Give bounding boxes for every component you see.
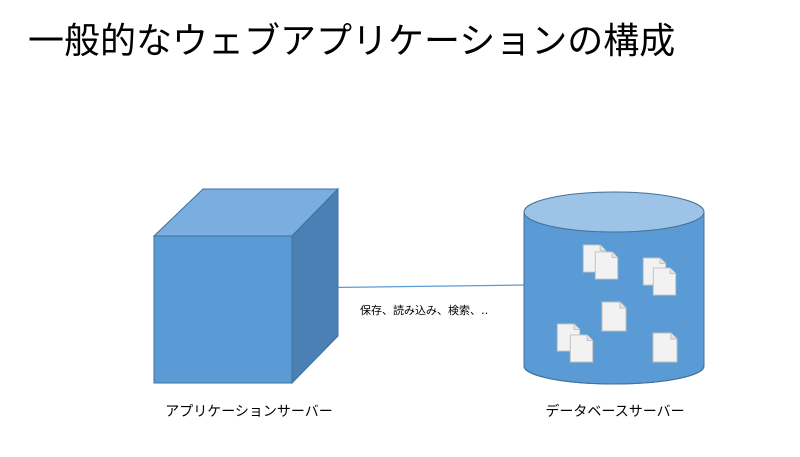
database-server-cylinder [523,191,705,385]
cube-front-face [153,235,293,384]
database-server-label: データベースサーバー [545,404,685,420]
document-icon [569,334,594,363]
document-icon [652,267,677,296]
connection-label: 保存、読み込み、検索、‥ [360,304,489,317]
application-server-cube [152,187,340,385]
document-icon [652,332,678,363]
slide-title: 一般的なウェブアプリケーションの構成 [28,21,676,62]
document-icon [601,301,627,332]
application-server-label: アプリケーションサーバー [165,404,333,420]
document-icon [594,251,619,280]
cylinder-bottom-edge [523,365,705,385]
cylinder-top [523,191,705,233]
